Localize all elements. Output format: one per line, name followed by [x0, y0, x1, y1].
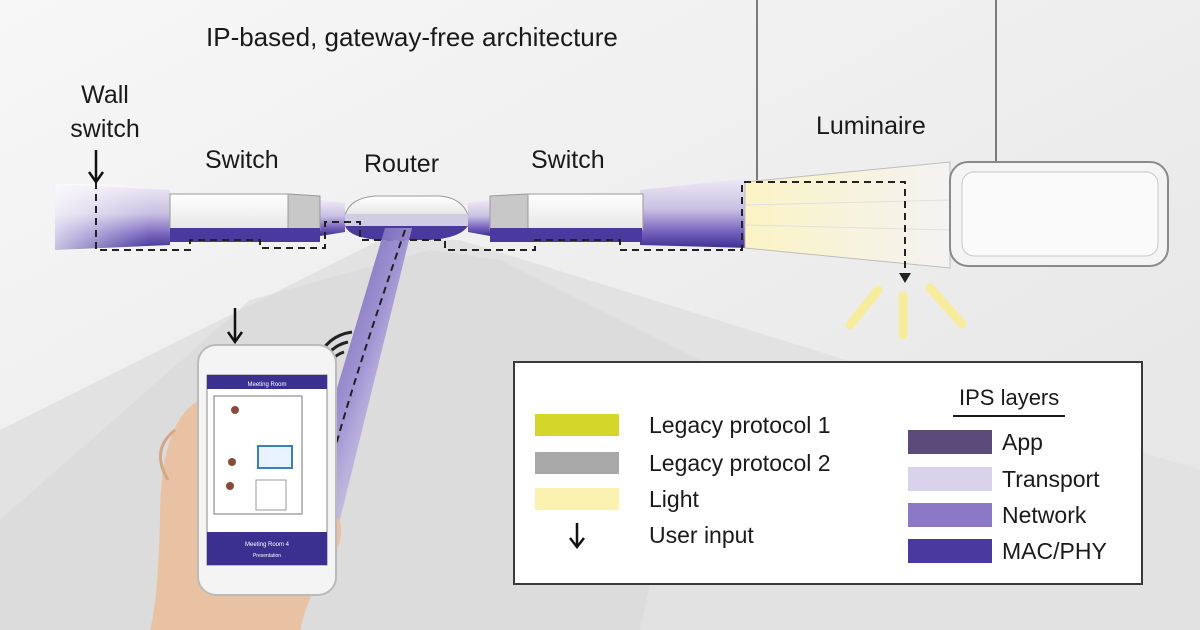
legend-item-legacy-1: Legacy protocol 1 — [535, 409, 831, 441]
switch-left-device — [169, 193, 321, 242]
light-rays — [845, 283, 967, 340]
phone-screen-footer: Meeting Room 4 — [245, 542, 290, 548]
diagram-title: IP-based, gateway-free architecture — [206, 22, 618, 52]
legend-item-user-input: User input — [535, 519, 754, 551]
ips-layers-title: IPS layers — [953, 385, 1066, 417]
switch-right-label: Switch — [531, 146, 605, 174]
legend-label-legacy-2: Legacy protocol 2 — [649, 449, 831, 476]
legend-swatch-legacy-1 — [535, 414, 619, 436]
ips-item-network: Network — [908, 500, 1086, 530]
ips-label-network: Network — [1002, 501, 1087, 528]
down-arrow-icon — [87, 150, 105, 185]
legend-label-legacy-1: Legacy protocol 1 — [649, 411, 831, 438]
smartphone — [197, 344, 337, 596]
wall-switch-label: Wall switch — [50, 78, 160, 146]
ips-swatch-transport — [908, 467, 992, 491]
phone-screen-title: Meeting Room — [247, 382, 286, 388]
wall-switch-label-line2: switch — [70, 115, 140, 143]
switch-left-label: Switch — [205, 146, 279, 174]
luminaire-arrowhead — [899, 273, 911, 283]
ips-label-app: App — [1002, 428, 1043, 455]
ips-swatch-mac-phy — [908, 539, 992, 563]
ips-label-transport: Transport — [1002, 465, 1100, 492]
legend-box: Legacy protocol 1 Legacy protocol 2 Ligh… — [513, 361, 1143, 585]
ips-swatch-network — [908, 503, 992, 527]
legend-swatch-legacy-2 — [535, 452, 619, 474]
ips-label-mac-phy: MAC/PHY — [1002, 537, 1107, 564]
ips-swatch-app — [908, 430, 992, 454]
router-label: Router — [364, 150, 440, 178]
network-cable — [55, 178, 750, 250]
ips-item-transport: Transport — [908, 464, 1100, 494]
luminaire-device — [744, 161, 1169, 269]
legend-label-user-input: User input — [649, 521, 754, 548]
wall-switch-label-line1: Wall — [81, 81, 129, 109]
ips-item-app: App — [908, 427, 1043, 457]
legend-item-legacy-2: Legacy protocol 2 — [535, 447, 831, 479]
switch-right-device — [489, 193, 644, 242]
ips-item-mac-phy: MAC/PHY — [908, 536, 1107, 566]
legend-swatch-light — [535, 488, 619, 510]
phone-screen-footer-sub: Presentation — [253, 553, 281, 559]
luminaire-label: Luminaire — [816, 112, 926, 140]
legend-item-light: Light — [535, 483, 699, 515]
legend-label-light: Light — [649, 485, 699, 512]
down-arrow-icon — [226, 308, 244, 345]
down-arrow-icon — [535, 521, 619, 549]
